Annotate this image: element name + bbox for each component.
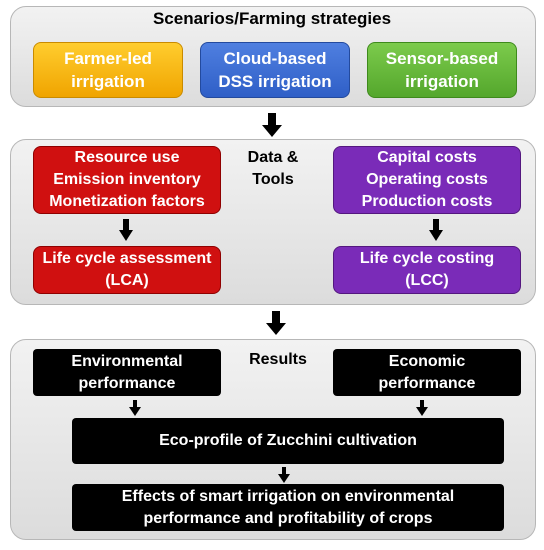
- environmental-line-2: performance: [78, 374, 176, 392]
- lcc-box: Life cycle costing (LCC): [333, 246, 521, 294]
- smart-irrigation-effects-box: Effects of smart irrigation on environme…: [72, 484, 504, 531]
- eco-profile-label: Eco-profile of Zucchini cultivation: [159, 432, 417, 449]
- results-title: Results: [249, 351, 307, 368]
- cloud-based-dss-box: Cloud-based DSS irrigation: [200, 42, 350, 98]
- eco-profile-box: Eco-profile of Zucchini cultivation: [72, 418, 504, 464]
- down-arrow-icon: [262, 113, 282, 137]
- lca-box: Life cycle assessment (LCA): [33, 246, 221, 294]
- operating-costs-label: Operating costs: [366, 171, 488, 188]
- economic-performance-box: Economic performance: [333, 349, 521, 396]
- environmental-performance-box: Environmental performance: [33, 349, 221, 396]
- down-arrow-icon: [416, 400, 428, 416]
- economic-line-2: performance: [378, 374, 476, 392]
- sensor-based-irrigation-box: Sensor-based irrigation: [367, 42, 517, 98]
- resource-use-label: Resource use: [74, 149, 180, 166]
- sensor-based-line-2: irrigation: [405, 72, 479, 91]
- cloud-based-line-2: DSS irrigation: [218, 72, 332, 91]
- lca-line-1: Life cycle assessment: [42, 250, 212, 267]
- farmer-led-irrigation-box: Farmer-led irrigation: [33, 42, 183, 98]
- lcc-line-1: Life cycle costing: [359, 250, 495, 267]
- effects-line-2: performance and profitability of crops: [143, 509, 433, 527]
- farmer-led-line-1: Farmer-led: [64, 49, 152, 68]
- down-arrow-icon: [129, 400, 141, 416]
- down-arrow-icon: [119, 219, 133, 241]
- lca-inputs-box: Resource use Emission inventory Monetiza…: [33, 146, 221, 214]
- effects-line-1: Effects of smart irrigation on environme…: [121, 487, 455, 505]
- farmer-led-line-2: irrigation: [71, 72, 145, 91]
- cloud-based-line-1: Cloud-based: [223, 49, 327, 68]
- down-arrow-icon: [278, 467, 290, 483]
- down-arrow-icon: [266, 311, 286, 335]
- scenarios-title: Scenarios/Farming strategies: [152, 9, 392, 28]
- emission-inventory-label: Emission inventory: [53, 171, 201, 188]
- data-tools-title-line-1: Data &: [247, 149, 299, 166]
- monetization-factors-label: Monetization factors: [49, 193, 205, 210]
- data-tools-title: Data & Tools: [230, 147, 316, 191]
- production-costs-label: Production costs: [361, 193, 493, 210]
- capital-costs-label: Capital costs: [377, 149, 477, 166]
- lca-line-2: (LCA): [105, 272, 149, 289]
- economic-line-1: Economic: [388, 352, 466, 370]
- sensor-based-line-1: Sensor-based: [385, 49, 499, 68]
- lcc-line-2: (LCC): [405, 272, 449, 289]
- data-tools-title-line-2: Tools: [252, 171, 294, 188]
- down-arrow-icon: [429, 219, 443, 241]
- lcc-inputs-box: Capital costs Operating costs Production…: [333, 146, 521, 214]
- environmental-line-1: Environmental: [71, 352, 183, 370]
